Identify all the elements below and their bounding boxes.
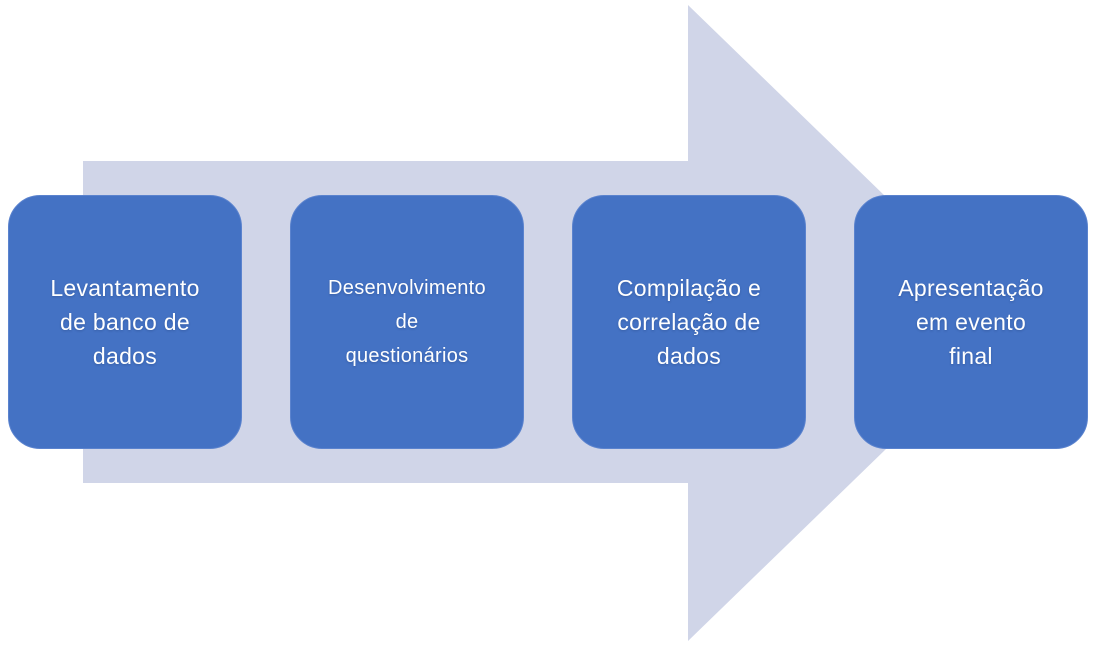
step-4-label-line: em evento xyxy=(915,309,1027,335)
step-2-label-line: Desenvolvimento xyxy=(328,277,486,299)
step-4-label-line: final xyxy=(949,343,993,369)
step-1-label-line: Levantamento xyxy=(50,275,200,301)
process-step-2: Desenvolvimento de questionários xyxy=(290,195,524,449)
process-step-3: Compilação e correlação de dados xyxy=(572,195,806,449)
step-2-label-line: questionários xyxy=(345,345,469,367)
process-step-1: Levantamento de banco de dados xyxy=(8,195,242,449)
step-2-label-line: de xyxy=(395,311,419,333)
step-3-label-line: correlação de xyxy=(617,309,761,335)
step-1-label-line: dados xyxy=(92,343,158,369)
step-3-label-line: dados xyxy=(656,343,722,369)
step-3-label-line: Compilação e xyxy=(616,275,762,301)
step-1-label-line: de banco de xyxy=(60,309,190,335)
process-step-4: Apresentação em evento final xyxy=(854,195,1088,449)
step-4-label-line: Apresentação xyxy=(898,275,1044,301)
right-arrow-icon xyxy=(83,5,1016,641)
